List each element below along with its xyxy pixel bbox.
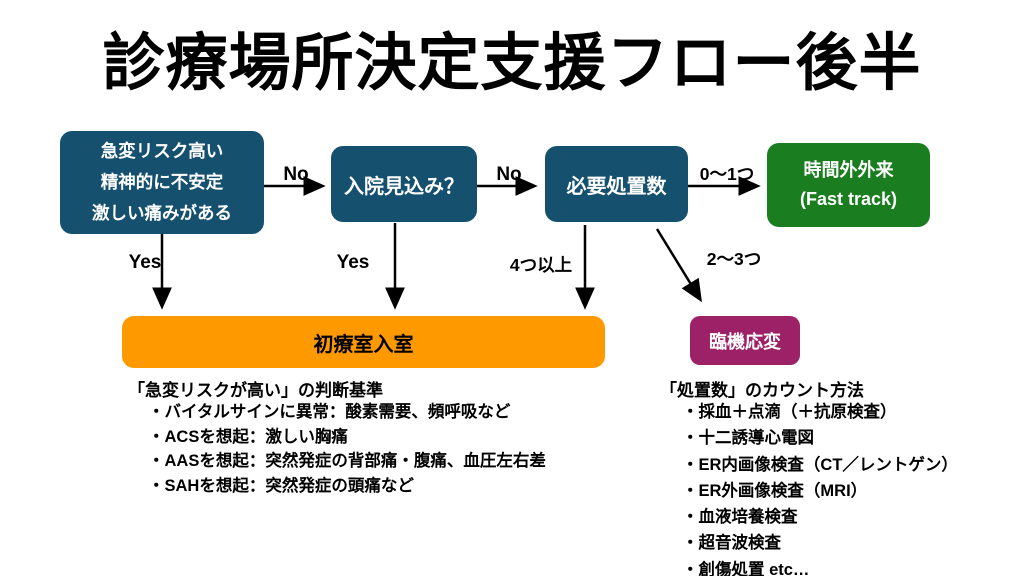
notes-risk-criteria: 「急変リスクが高い」の判断基準 ・バイタルサインに異常：酸素需要、頻呼吸など ・… — [128, 376, 546, 495]
note-item: ・超音波検査 — [682, 534, 781, 553]
edge-label-yes-1: Yes — [128, 252, 162, 273]
notes-risk-criteria-heading: 「急変リスクが高い」の判断基準 — [128, 381, 383, 400]
edge-label-zero-to-one: 0〜1つ — [699, 164, 755, 184]
note-item: ・ER内画像検査（CT／レントゲン） — [682, 455, 958, 474]
note-item: ・血液培養検査 — [682, 508, 798, 527]
arrow-procedure-to-flexible — [655, 228, 702, 303]
note-item: ・採血＋点滴（＋抗原検査） — [682, 403, 897, 421]
fast-track-box-line: 時間外外来 — [803, 160, 894, 180]
edge-label-two-to-three: 2〜3つ — [706, 249, 762, 269]
risk-box-line: 激しい痛みがある — [92, 203, 232, 223]
admission-box-label: 入院見込み？ — [344, 175, 464, 198]
procedure-count-box-label: 必要処置数 — [566, 175, 667, 198]
notes-procedure-count-items: ・採血＋点滴（＋抗原検査） ・十二誘導心電図 ・ER内画像検査（CT／レントゲン… — [682, 399, 958, 576]
note-item: ・十二誘導心電図 — [682, 429, 814, 448]
note-item: ・創傷処置 etc… — [682, 560, 810, 576]
edge-label-four-or-more: 4つ以上 — [509, 255, 573, 275]
risk-box-line: 急変リスク高い — [100, 141, 224, 161]
fast-track-box-line: (Fast track) — [799, 189, 898, 209]
edge-label-yes-2: Yes — [336, 252, 370, 273]
risk-box: 急変リスク高い 精神的に不安定 激しい痛みがある — [60, 131, 264, 234]
edge-label-no-2: No — [496, 164, 522, 185]
triage-room-box-label: 初療室入室 — [313, 333, 414, 356]
notes-procedure-count-heading: 「処置数」のカウント方法 — [660, 381, 864, 400]
flexible-box: 臨機応変 — [690, 316, 800, 365]
procedure-count-box: 必要処置数 — [545, 146, 688, 222]
note-item: ・ER外画像検査（MRI） — [682, 481, 868, 500]
risk-box-line: 精神的に不安定 — [100, 172, 224, 192]
admission-box: 入院見込み？ — [331, 146, 477, 222]
note-item: ・SAHを想起：突然発症の頭痛など — [148, 476, 414, 495]
notes-risk-criteria-items: ・バイタルサインに異常：酸素需要、頻呼吸など ・ACSを想起：激しい胸痛 ・AA… — [148, 400, 546, 498]
note-item: ・ACSを想起：激しい胸痛 — [148, 427, 348, 446]
notes-procedure-count: 「処置数」のカウント方法 ・採血＋点滴（＋抗原検査） ・十二誘導心電図 ・ER内… — [660, 376, 958, 576]
edge-label-no-1: No — [283, 164, 309, 185]
triage-room-box: 初療室入室 — [122, 316, 605, 368]
fast-track-box: 時間外外来 (Fast track) — [767, 143, 930, 227]
flexible-box-label: 臨機応変 — [709, 331, 781, 352]
note-item: ・バイタルサインに異常：酸素需要、頻呼吸など — [148, 403, 511, 421]
note-item: ・AASを想起：突然発症の背部痛・腹痛、血圧左右差 — [148, 452, 546, 470]
page-title: 診療場所決定支援フロー後半 — [102, 29, 922, 98]
